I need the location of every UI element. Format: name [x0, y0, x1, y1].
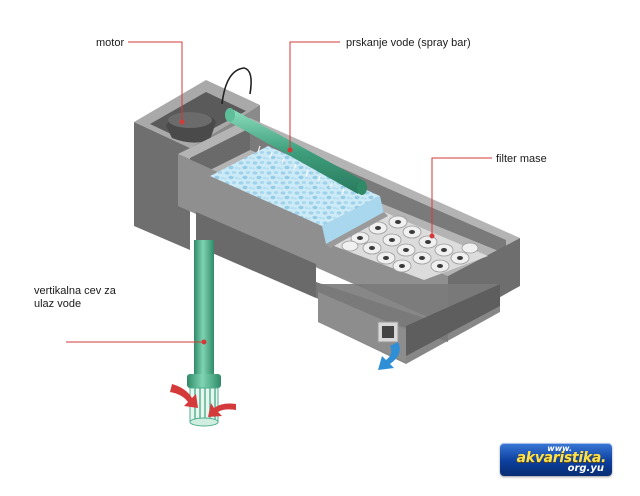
filter-media-chamber	[326, 212, 488, 280]
callout-lines	[66, 41, 492, 345]
filter-media-rings	[341, 215, 479, 273]
outlet-spout	[377, 321, 399, 343]
callout-spray-bar	[289, 41, 340, 150]
label-vertical-pipe-line2: ulaz vode	[34, 298, 82, 310]
spray-bar	[225, 108, 367, 195]
label-vertical-pipe-line1: vertikalna cev za	[34, 285, 116, 297]
logo-line3: org.yu	[567, 463, 604, 474]
logo-line2: akvaristika.	[516, 450, 607, 466]
inflow-arrow-icon	[170, 384, 236, 417]
callout-motor	[128, 41, 183, 122]
label-filter-media: filter mase	[496, 153, 547, 165]
label-motor: motor	[96, 37, 125, 49]
outflow-arrow-icon	[378, 342, 400, 370]
motor	[166, 67, 252, 143]
site-logo: www. akvaristika. org.yu	[500, 443, 612, 476]
callout-filter-media	[431, 157, 492, 236]
water-chamber	[210, 146, 384, 244]
label-spray-bar: prskanje vode (spray bar)	[346, 37, 471, 49]
logo-line1: www.	[547, 444, 572, 453]
